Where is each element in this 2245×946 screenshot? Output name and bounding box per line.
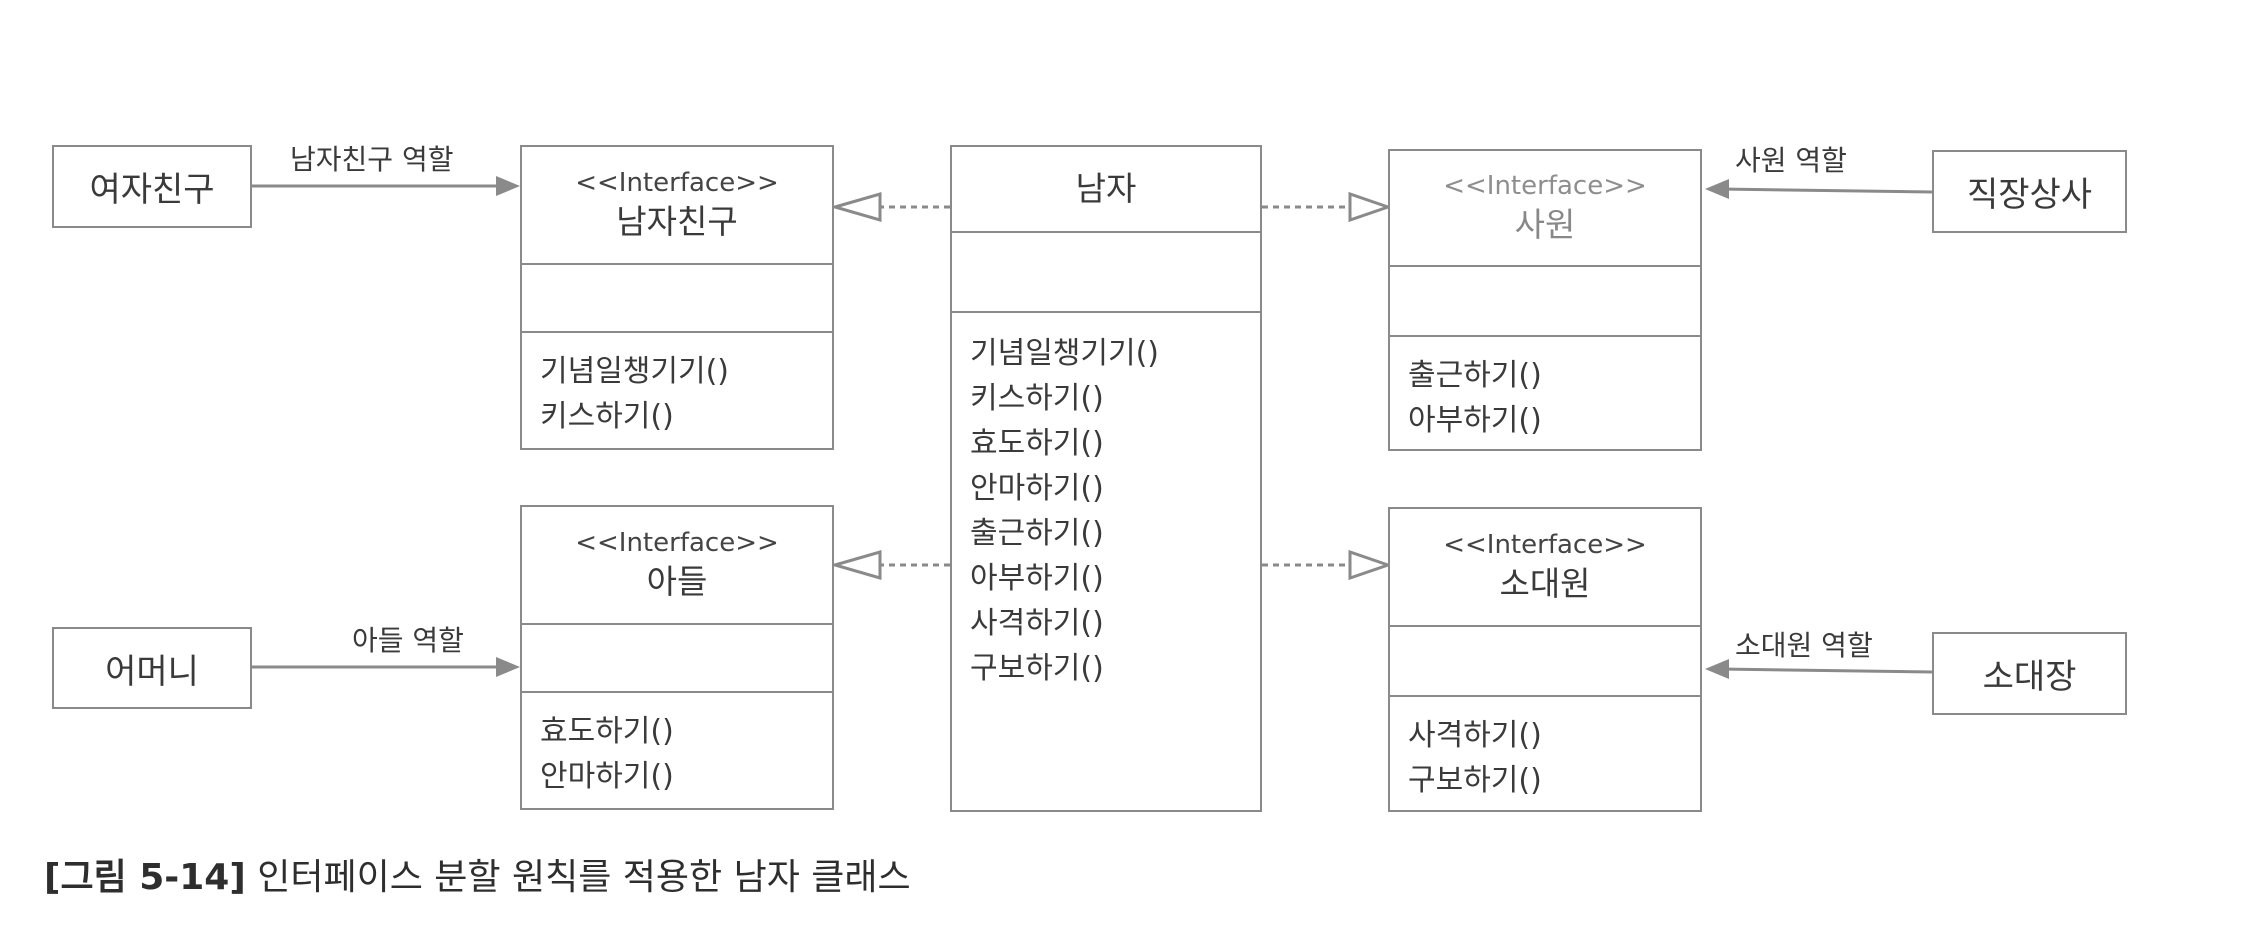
operations-section: 사격하기() 구보하기() [1390,695,1700,810]
interface-soldier-header: <<Interface>> 소대원 [1390,509,1700,625]
client-girlfriend-label: 여자친구 [89,170,215,210]
arrowhead-son [496,657,520,677]
operation-item: 출근하기() [1408,358,1542,393]
interface-boyfriend: <<Interface>> 남자친구 기념일챙기기() 키스하기() [520,145,834,450]
operations-section: 기념일챙기기() 키스하기() 효도하기() 안마하기() 출근하기() 아부하… [952,311,1260,810]
client-mother-label: 어머니 [105,651,199,692]
operation-item: 구보하기() [970,651,1104,686]
stereotype-label: <<Interface>> [1443,171,1647,201]
figure-number: [그림 5-14] [44,857,246,898]
operation-item: 아부하기() [1408,403,1542,438]
arrowhead-boyfriend [496,176,520,196]
operation-item: 키스하기() [540,399,674,434]
attributes-section [522,623,832,691]
interface-name: 소대원 [1499,564,1591,603]
interface-son-header: <<Interface>> 아들 [522,507,832,623]
client-boss: 직장상사 [1932,150,2127,233]
role-label-soldier: 소대원 역할 [1735,629,1873,662]
role-label-employee: 사원 역할 [1735,144,1847,177]
stereotype-label: <<Interface>> [1443,530,1647,560]
interface-employee-header: <<Interface>> 사원 [1390,151,1700,265]
attributes-section [1390,265,1700,335]
interface-boyfriend-header: <<Interface>> 남자친구 [522,147,832,263]
class-man: 남자 기념일챙기기() 키스하기() 효도하기() 안마하기() 출근하기() … [950,145,1262,812]
realization-triangle-boyfriend [829,192,882,222]
attributes-section [522,263,832,331]
realization-triangle-soldier [1348,549,1393,581]
client-platoon-leader-label: 소대장 [1982,657,2077,697]
operations-section: 효도하기() 안마하기() [522,691,832,808]
figure-caption: [그림 5-14] 인터페이스 분할 원칙를 적용한 남자 클래스 [44,848,911,900]
attributes-section [1390,625,1700,695]
association-soldier [1719,667,1933,674]
operation-item: 효도하기() [540,714,674,749]
figure-caption-text: 인터페이스 분할 원칙를 적용한 남자 클래스 [257,857,911,898]
arrowhead-soldier [1705,659,1729,679]
operation-item: 효도하기() [970,426,1104,461]
interface-soldier: <<Interface>> 소대원 사격하기() 구보하기() [1388,507,1702,812]
operation-item: 기념일챙기기() [970,336,1160,371]
operation-item: 안마하기() [540,759,674,794]
client-girlfriend: 여자친구 [52,145,252,228]
operations-section: 기념일챙기기() 키스하기() [522,331,832,448]
realization-triangle-son [829,550,882,580]
interface-name: 남자친구 [616,202,738,241]
operation-item: 사격하기() [1408,718,1542,753]
operations-section: 출근하기() 아부하기() [1390,335,1700,449]
class-man-header: 남자 [952,147,1260,231]
operation-item: 사격하기() [970,606,1104,641]
interface-employee: <<Interface>> 사원 출근하기() 아부하기() [1388,149,1702,451]
client-boss-label: 직장상사 [1966,175,2093,215]
operation-item: 구보하기() [1408,763,1542,798]
class-name: 남자 [1075,169,1137,208]
attributes-section [952,231,1260,311]
operation-item: 키스하기() [970,381,1104,416]
interface-name: 아들 [646,562,708,601]
realization-triangle-employee [1348,191,1393,223]
client-mother: 어머니 [52,627,252,709]
stereotype-label: <<Interface>> [575,168,779,198]
operation-item: 안마하기() [970,471,1104,506]
role-label-boyfriend: 남자친구 역할 [290,143,454,176]
operation-item: 아부하기() [970,561,1104,596]
operation-item: 출근하기() [970,516,1104,551]
operation-item: 기념일챙기기() [540,354,730,389]
arrowhead-employee [1705,179,1729,199]
client-platoon-leader: 소대장 [1932,632,2127,715]
stereotype-label: <<Interface>> [575,528,779,558]
interface-son: <<Interface>> 아들 효도하기() 안마하기() [520,505,834,810]
interface-name: 사원 [1514,205,1576,244]
role-label-son: 아들 역할 [352,624,464,657]
association-employee [1719,187,1933,194]
